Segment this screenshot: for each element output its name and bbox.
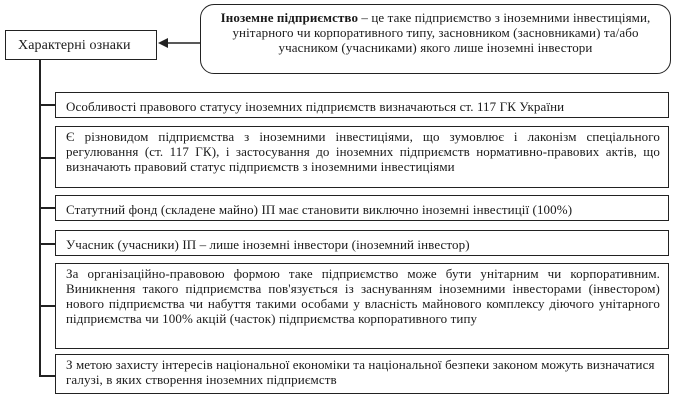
characteristics-label-box: Характерні ознаки xyxy=(5,30,157,60)
feature-box-4: Учасник (учасники) ІП – лише іноземні ін… xyxy=(55,230,669,256)
feature-text-4: Учасник (учасники) ІП – лише іноземні ін… xyxy=(66,236,470,252)
vertical-connector xyxy=(39,60,41,376)
definition-text: – це таке підприємство з іноземними інве… xyxy=(232,10,651,55)
characteristics-label: Характерні ознаки xyxy=(18,37,131,53)
feature-box-6: З метою захисту інтересів національної е… xyxy=(55,354,669,394)
feature-text-6: З метою захисту інтересів національної е… xyxy=(66,357,655,387)
branch-line-3 xyxy=(39,207,55,209)
feature-text-1: Особливості правового статусу іноземних … xyxy=(66,98,565,114)
feature-text-3: Статутний фонд (складене майно) ІП має с… xyxy=(66,201,573,217)
feature-text-5: За організаційно-правовою формою таке пі… xyxy=(66,266,660,326)
feature-box-2: Є різновидом підприємства з іноземними і… xyxy=(55,126,669,188)
branch-line-2 xyxy=(39,157,55,159)
feature-box-5: За організаційно-правовою формою таке пі… xyxy=(55,263,669,349)
feature-box-3: Статутний фонд (складене майно) ІП має с… xyxy=(55,195,669,221)
definition-box: Іноземне підприємство – це таке підприєм… xyxy=(200,4,671,74)
branch-line-1 xyxy=(39,104,55,106)
feature-box-1: Особливості правового статусу іноземних … xyxy=(55,92,669,118)
branch-line-6 xyxy=(39,375,55,377)
feature-text-2: Є різновидом підприємства з іноземними і… xyxy=(66,129,660,174)
branch-line-5 xyxy=(39,305,55,307)
definition-term: Іноземне підприємство xyxy=(220,10,359,25)
branch-line-4 xyxy=(39,243,55,245)
